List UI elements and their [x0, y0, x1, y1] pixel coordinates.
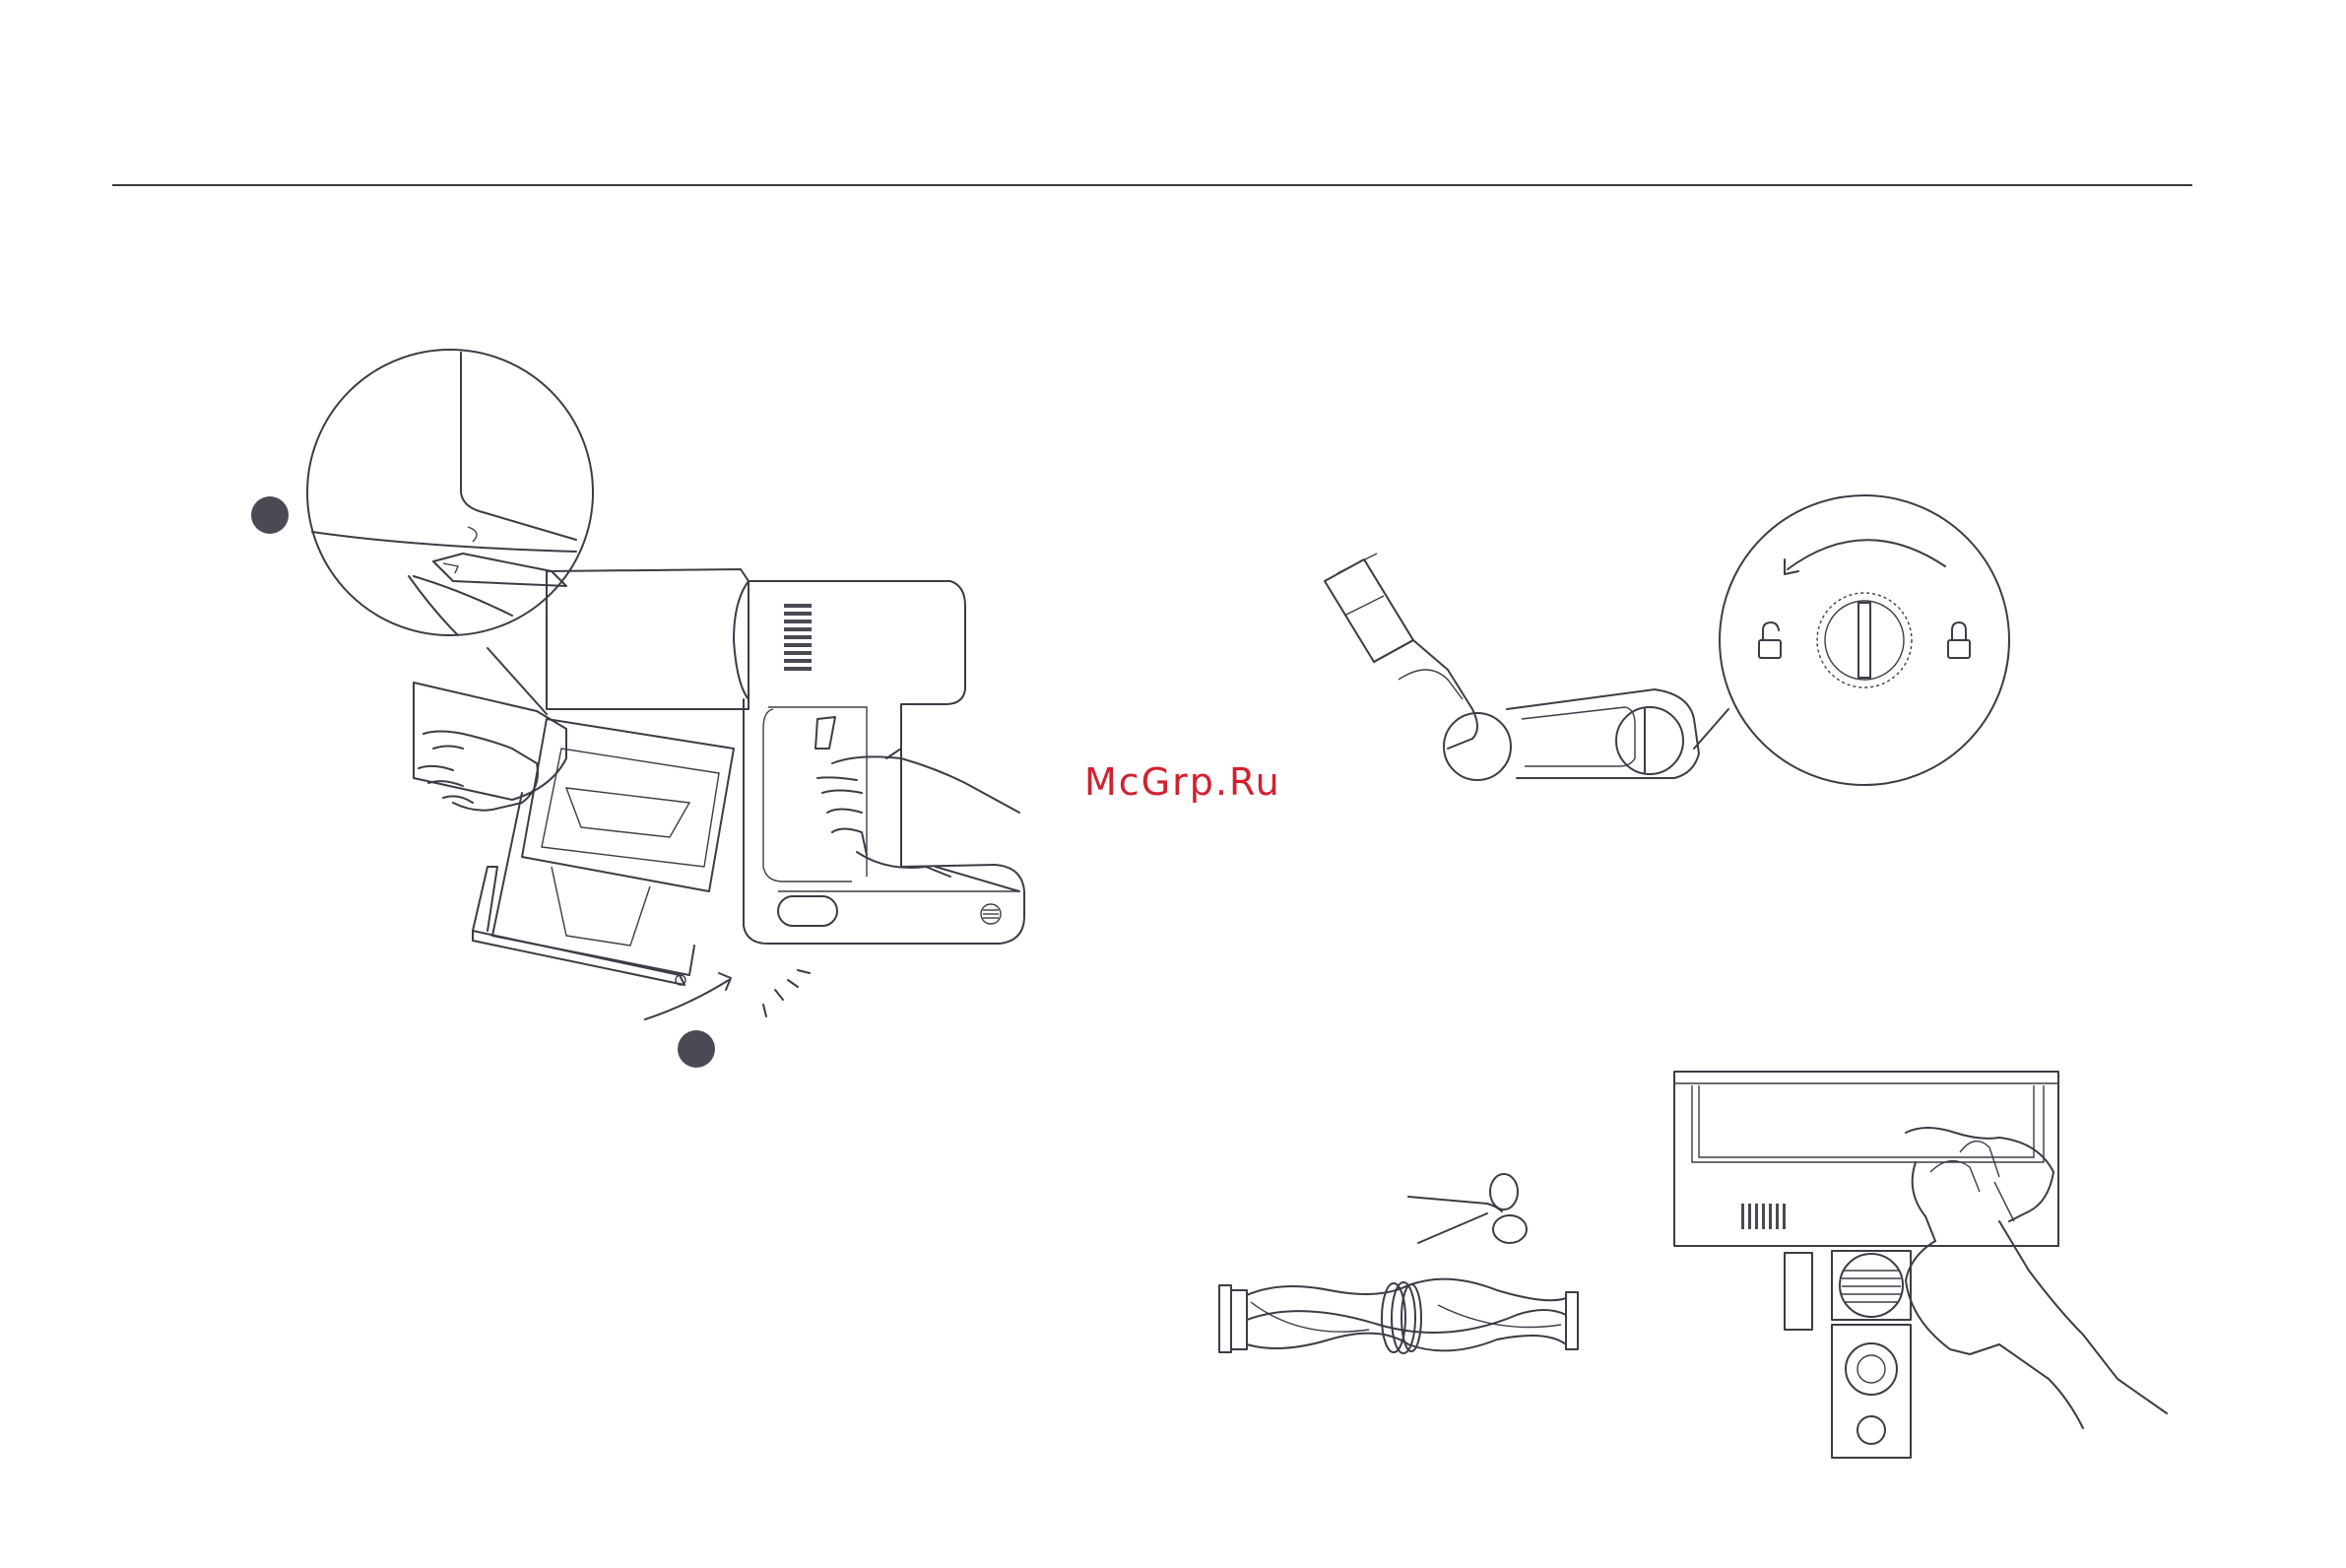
vent-grille	[784, 604, 812, 671]
watermark: McGrp.Ru	[1084, 760, 1281, 804]
rotate-arrow-icon	[1788, 540, 1945, 569]
magnifier-circle	[307, 350, 593, 635]
figure-roller-brush-cleaning	[1219, 1072, 2167, 1458]
unlock-icon	[1759, 622, 1781, 658]
battery-button	[778, 896, 837, 926]
vent-slots	[1741, 1204, 1786, 1229]
brush-head-base	[1674, 1072, 2058, 1458]
roller-brush	[1219, 1279, 1578, 1353]
figure-dust-bin-removal	[251, 350, 1024, 1068]
step-marker-1	[251, 496, 289, 534]
neck-grille	[1842, 1271, 1901, 1302]
lock-dial-small	[1616, 707, 1683, 774]
hand-with-cloth-icon	[1906, 1128, 2167, 1428]
lock-icon	[1948, 622, 1970, 658]
figure-brush-lock-dial	[1325, 495, 2009, 785]
rotate-arrow-icon	[645, 980, 729, 1019]
scissors-icon	[1408, 1174, 1527, 1243]
vacuum-body	[547, 569, 1024, 944]
lock-dial	[1817, 593, 1912, 687]
click-marks	[763, 970, 810, 1016]
dust-bin	[414, 683, 734, 985]
hand-icon	[817, 756, 1019, 891]
step-marker-2	[678, 1030, 715, 1068]
